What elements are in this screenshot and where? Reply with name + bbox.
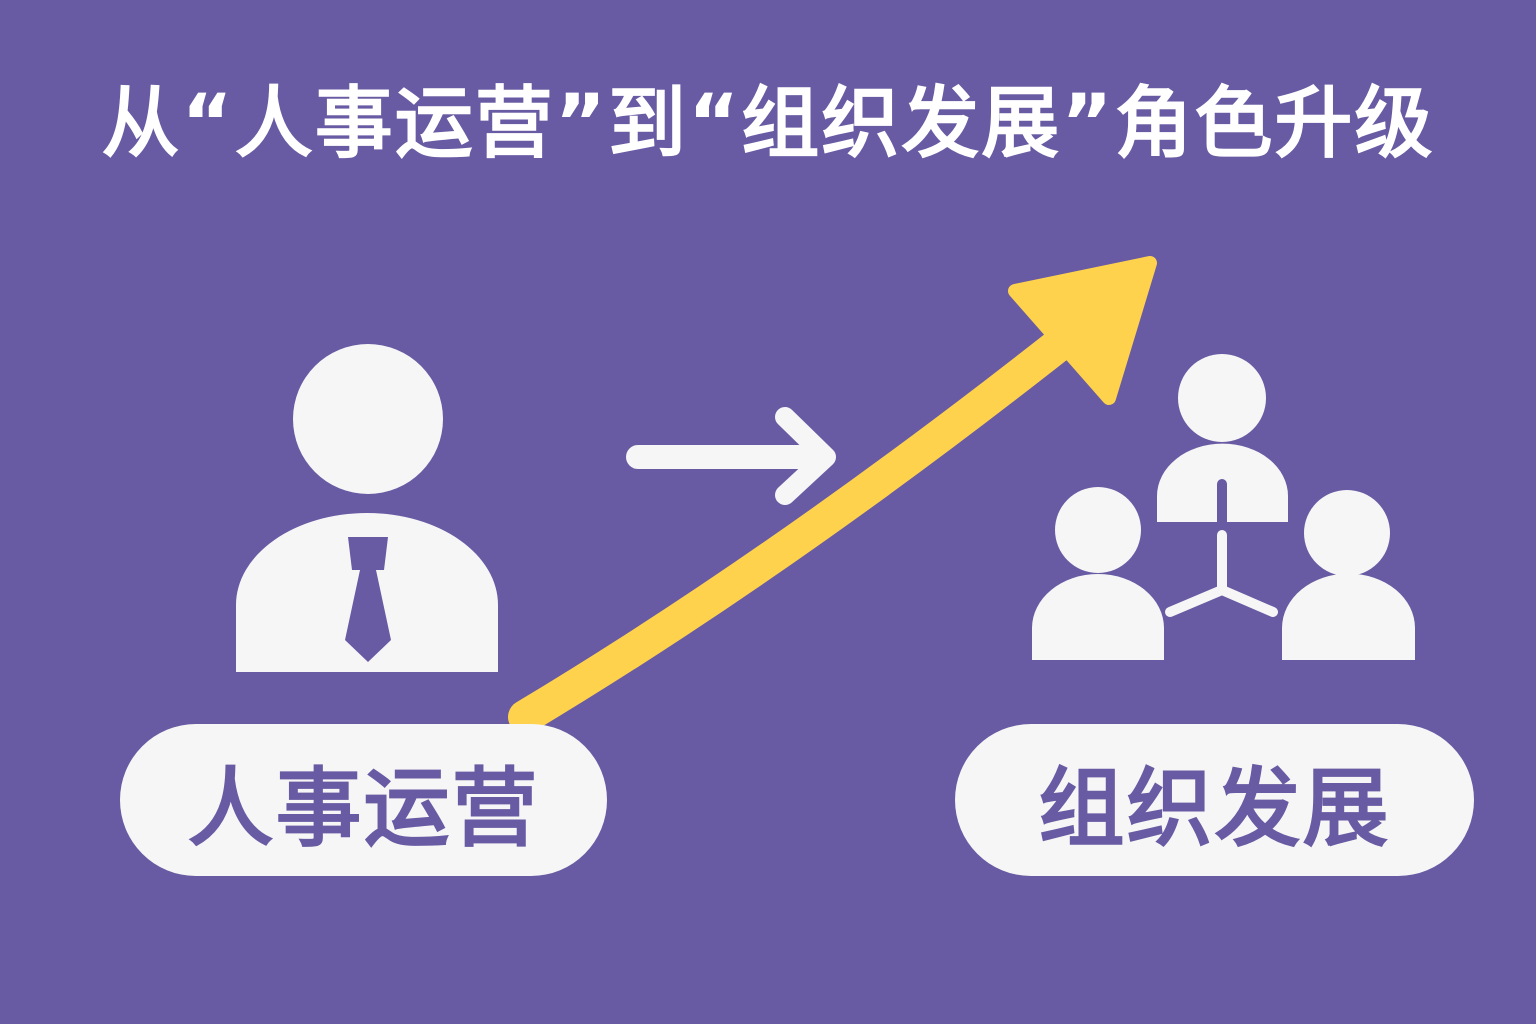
label-org-development-text: 组织发展 xyxy=(1038,758,1391,859)
growth-arrow-icon xyxy=(508,256,1157,734)
diagram-title: 从“人事运营”到“组织发展”角色升级 xyxy=(101,79,1435,169)
label-org-development: 组织发展 xyxy=(955,724,1474,876)
label-hr-operations: 人事运营 xyxy=(120,724,607,876)
team-network-icon xyxy=(1032,354,1415,660)
person-with-tie-icon xyxy=(236,344,498,672)
arrow-right-icon xyxy=(626,407,836,505)
label-hr-operations-text: 人事运营 xyxy=(187,758,540,859)
